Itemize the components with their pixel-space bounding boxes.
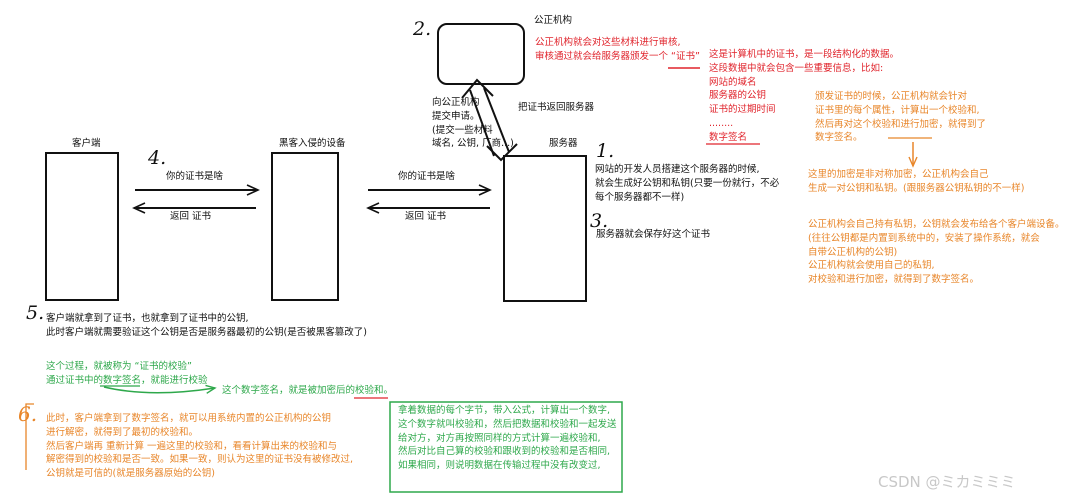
client-verify-note: 此时，客户端拿到了数字签名，就可以用系统内置的公正机构的公钥 进行解密，就得到了… (46, 412, 353, 481)
verify-line: 通过证书中的数字签名，就能进行校验 (46, 374, 208, 386)
return-cert-left: 返回 证书 (170, 211, 212, 222)
ca-dist-line: 对校验和进行加密，就得到了数字签名。 (808, 274, 980, 286)
ca-label: 公正机构 (534, 15, 573, 26)
ca-distribution-note: 公正机构会自己持有私钥，公钥就会发布给各个客户端设备。 (往往公钥都是内置到系统… (808, 218, 1065, 287)
submit-line: 向公正机构 (432, 97, 480, 108)
cert-field: 数字签名 (709, 131, 748, 143)
hacker-device-box (271, 152, 339, 301)
submit-to-ca-note: 向公正机构 提交申请。 (提交一些材料 域名, 公钥, 厂商...) (432, 96, 514, 151)
checksum-box (389, 401, 623, 493)
arrow-server-ca-link (461, 78, 518, 162)
ca-dist-line: (往往公钥都是内置到系统中的，安装了操作系统，就会 (808, 232, 1040, 244)
client-get-note: 客户端就拿到了证书，也就拿到了证书中的公钥, 此时客户端就需要验证这个公钥是否是… (46, 312, 367, 340)
server-dev-note: 网站的开发人员搭建这个服务器的时候, 就会生成好公钥和私钥(只要一份就行，不必 … (595, 163, 779, 204)
cert-field: 服务器的公钥 (709, 90, 767, 102)
watermark: CSDN @ミカミミミ (878, 473, 1016, 491)
client-label: 客户端 (72, 138, 101, 149)
checksum-line: 拿着数据的每个字节，带入公式，计算出一个数字, (398, 405, 611, 416)
step-3: 3. (590, 210, 609, 232)
client-box (45, 152, 119, 301)
client-verify-line: 此时，客户端拿到了数字签名，就可以用系统内置的公正机构的公钥 (46, 413, 332, 424)
ca-box (437, 23, 525, 85)
cert-field: ........ (709, 117, 734, 129)
green-connector (103, 384, 217, 394)
sign-line: 证书里的每个属性，计算出一个校验和, (815, 104, 980, 116)
asym-line: 生成一对公钥和私钥。(跟服务器公钥私钥的不一样) (808, 182, 1025, 194)
ask-cert-right: 你的证书是啥 (398, 171, 456, 182)
client-verify-line: 然后客户端再 重新计算 一遍这里的校验和，看看计算出来的校验和与 (46, 440, 338, 452)
server-dev-line: 网站的开发人员搭建这个服务器的时候, (595, 164, 760, 175)
sign-line: 数字签名。 (815, 132, 863, 144)
ca-review-line: 公正机构就会对这些材料进行审核, (535, 37, 681, 48)
server-store-note: 服务器就会保存好这个证书 (596, 229, 711, 240)
return-cert-right: 返回 证书 (405, 211, 447, 222)
ca-review-note: 公正机构就会对这些材料进行审核, 审核通过就会给服务器颁发一个 “证书” (535, 36, 700, 64)
client-verify-line: 解密得到的校验和是否一致。如果一致，则认为这里的证书没有被修改过, (46, 454, 354, 466)
ca-dist-line: 自带公正机构的公钥) (808, 246, 898, 258)
client-get-line: 此时客户端就需要验证这个公钥是否是服务器最初的公钥(是否被黑客篡改了) (46, 326, 367, 338)
cert-field: 证书的过期时间 (709, 104, 776, 116)
hacker-label: 黑客入侵的设备 (279, 138, 346, 149)
ca-review-line: 审核通过就会给服务器颁发一个 “证书” (535, 50, 700, 62)
submit-line: (提交一些材料 (432, 124, 493, 136)
checksum-line: 给对方，对方再按照同样的方式计算一遍校验和, (398, 432, 601, 444)
checksum-line: 如果相同，则说明数据在传输过程中没有改变过, (398, 460, 601, 472)
step-5: 5. (26, 302, 45, 324)
cert-desc-line: 这是计算机中的证书，是一段结构化的数据。 (709, 49, 900, 60)
checksum-note: 拿着数据的每个字节，带入公式，计算出一个数字, 这个数字就叫校验和，然后把数据和… (398, 404, 617, 473)
sign-line: 然后再对这个校验和进行加密，就得到了 (815, 118, 987, 130)
submit-line: 域名, 公钥, 厂商...) (432, 138, 514, 150)
step-2: 2. (413, 18, 432, 40)
ask-cert-left: 你的证书是啥 (166, 171, 224, 182)
step-4: 4. (148, 147, 167, 169)
server-dev-line: 每个服务器都不一样) (595, 191, 685, 203)
asym-note: 这里的加密是非对称加密，公正机构会自己 生成一对公钥和私钥。(跟服务器公钥私钥的… (808, 168, 1024, 196)
verify-name-note: 这个过程，就被称为 “证书的校验” 通过证书中的数字签名，就能进行校验 (46, 360, 208, 388)
ca-dist-line: 公正机构就会使用自己的私钥, (808, 260, 935, 272)
client-verify-line: 进行解密，就得到了最初的校验和。 (46, 426, 199, 438)
server-box (503, 155, 587, 302)
submit-line: 提交申请。 (432, 110, 480, 122)
server-label: 服务器 (549, 138, 578, 149)
step-6: 6. (18, 402, 38, 426)
step-1: 1. (596, 140, 615, 162)
cert-desc-line: 这段数据中就会包含一些重要信息，比如: (709, 62, 884, 74)
ca-dist-line: 公正机构会自己持有私钥，公钥就会发布给各个客户端设备。 (808, 219, 1065, 230)
asym-line: 这里的加密是非对称加密，公正机构会自己 (808, 169, 989, 180)
cert-description: 这是计算机中的证书，是一段结构化的数据。 这段数据中就会包含一些重要信息，比如:… (709, 48, 899, 144)
step6-bracket (25, 403, 34, 470)
cert-field: 网站的域名 (709, 76, 757, 88)
sign-process-note: 颁发证书的时候，公正机构就会针对 证书里的每个属性，计算出一个校验和, 然后再对… (815, 90, 986, 145)
verify-line: 这个过程，就被称为 “证书的校验” (46, 361, 192, 372)
checksum-line: 这个数字就叫校验和，然后把数据和校验和一起发送 (398, 418, 617, 430)
sign-line: 颁发证书的时候，公正机构就会针对 (815, 91, 968, 102)
client-get-line: 客户端就拿到了证书，也就拿到了证书中的公钥, (46, 313, 249, 324)
return-cert-to-server: 把证书返回服务器 (518, 102, 595, 113)
signature-is-note: 这个数字签名，就是被加密后的校验和。 (222, 385, 394, 396)
client-verify-line: 公钥就是可信的(就是服务器原始的公钥) (46, 468, 215, 480)
checksum-line: 然后对比自己算的校验和跟收到的校验和是否相同, (398, 446, 611, 458)
server-dev-line: 就会生成好公钥和私钥(只要一份就行，不必 (595, 177, 780, 189)
